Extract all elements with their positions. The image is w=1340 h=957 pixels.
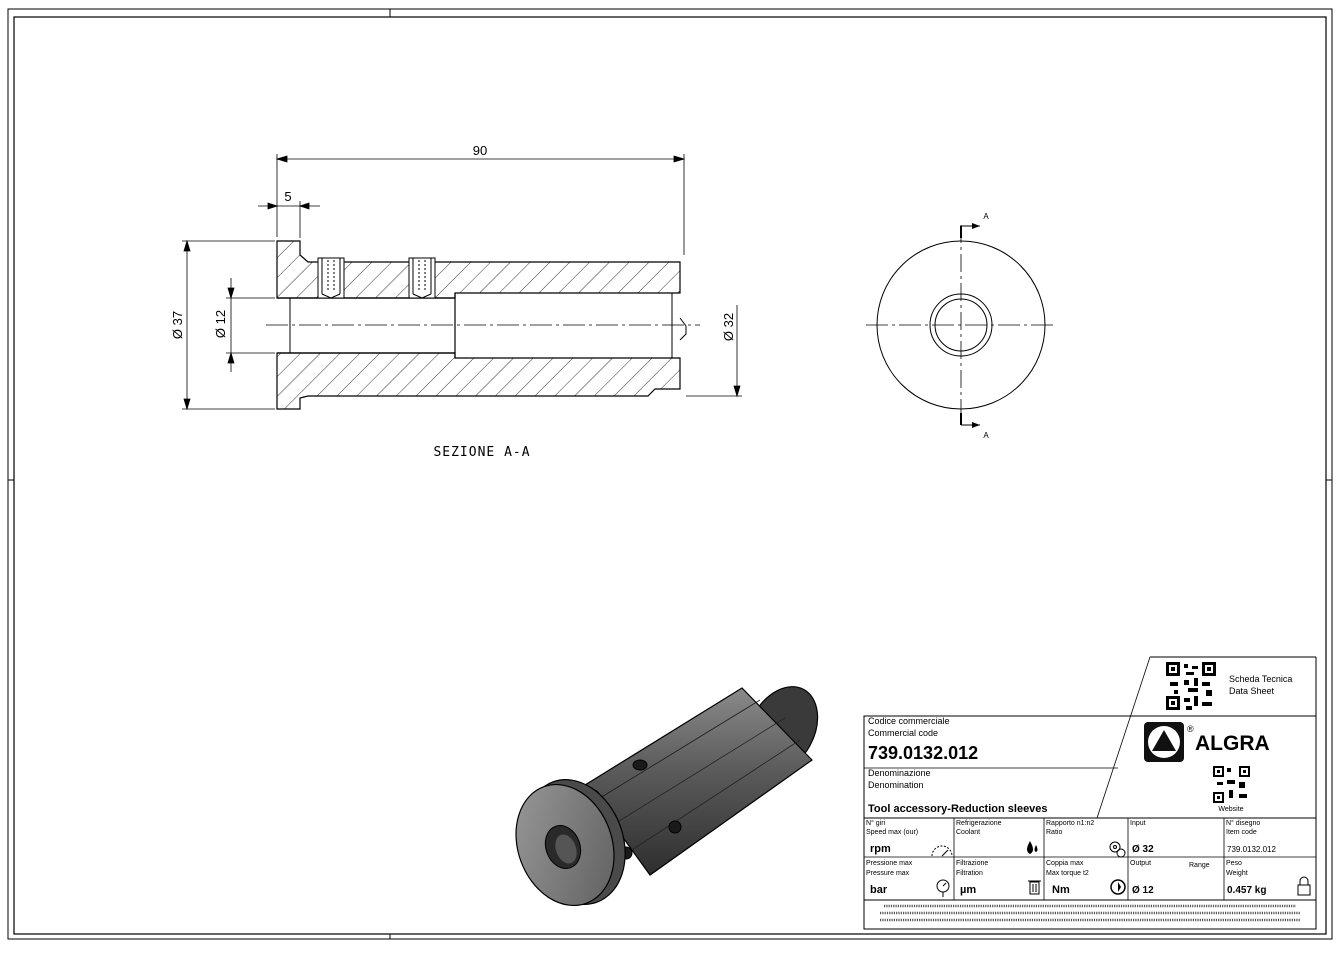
drawing-no-value: 739.0132.012 xyxy=(1227,845,1276,854)
dim-length-90: 90 xyxy=(473,143,487,158)
datasheet-label-en: Data Sheet xyxy=(1229,686,1275,696)
rpm-value: rpm xyxy=(870,843,891,855)
dim-step-5: 5 xyxy=(284,189,291,204)
cut-marker-bottom: A xyxy=(983,431,989,440)
range-label: Range xyxy=(1189,862,1210,869)
code-label-it: Codice commerciale xyxy=(868,716,950,726)
coolant-label-en: Coolant xyxy=(956,829,980,836)
section-label: SEZIONE A-A xyxy=(433,445,530,460)
dim-shank-dia-32: Ø 32 xyxy=(721,313,736,341)
drawing-no-label-it: N° disegno xyxy=(1226,819,1260,827)
output-label: Output xyxy=(1130,860,1151,867)
end-view xyxy=(866,223,1056,428)
commercial-code: 739.0132.012 xyxy=(868,743,978,763)
weight-lock-icon xyxy=(1297,876,1311,896)
torque-label-en: Max torque t2 xyxy=(1046,870,1089,877)
output-value: Ø 12 xyxy=(1132,885,1154,896)
datasheet-label-it: Scheda Tecnica xyxy=(1229,674,1292,684)
screw-hole-2 xyxy=(408,257,436,299)
ratio-label-it: Rapporto n1:n2 xyxy=(1046,820,1094,827)
dim-outer-dia-37: Ø 37 xyxy=(170,311,185,339)
pressure-value: bar xyxy=(870,884,888,896)
brand-name: ALGRA xyxy=(1195,732,1270,755)
weight-label-en: Weight xyxy=(1226,870,1248,877)
drawing-no-label-en: Item code xyxy=(1226,829,1257,836)
dimensions xyxy=(182,154,742,411)
weight-value: 0.457 kg xyxy=(1227,885,1266,896)
footer-fine-print xyxy=(880,904,1300,922)
screw-hole-1 xyxy=(317,257,345,299)
ratio-label-en: Ratio xyxy=(1046,829,1062,836)
website-label: Website xyxy=(1218,806,1243,813)
algra-logo xyxy=(1144,722,1184,762)
filter-bin-icon xyxy=(1028,880,1041,895)
input-label: Input xyxy=(1130,820,1146,827)
rpm-label-it: N° giri xyxy=(866,819,886,827)
name-label-it: Denominazione xyxy=(868,768,931,778)
filter-label-en: Filtration xyxy=(956,870,983,877)
sheet-border xyxy=(7,8,1333,940)
weight-label-it: Peso xyxy=(1226,860,1242,867)
torque-value: Nm xyxy=(1052,884,1070,896)
pressure-label-en: Pressure max xyxy=(866,870,910,877)
filter-label-it: Filtrazione xyxy=(956,860,988,867)
pressure-gauge-icon xyxy=(936,879,950,897)
code-label-en: Commercial code xyxy=(868,728,938,738)
denomination: Tool accessory-Reduction sleeves xyxy=(868,803,1048,815)
registered-mark: ® xyxy=(1187,724,1194,734)
torque-icon xyxy=(1110,879,1126,895)
qr-code-datasheet-icon xyxy=(1166,662,1216,710)
dim-bore-dia-12: Ø 12 xyxy=(213,310,228,338)
torque-label-it: Coppia max xyxy=(1046,860,1084,867)
input-value: Ø 32 xyxy=(1132,844,1154,855)
coolant-label-it: Refrigerazione xyxy=(956,820,1002,827)
cut-marker-top: A xyxy=(983,212,989,221)
sleeve-3d-render xyxy=(515,686,819,907)
name-label-en: Denomination xyxy=(868,780,924,790)
coolant-drop-icon xyxy=(1027,841,1038,854)
rpm-label-en: Speed max (our) xyxy=(866,829,918,836)
pressure-label-it: Pressione max xyxy=(866,860,913,867)
gear-ratio-icon xyxy=(1109,841,1126,858)
title-block-frame xyxy=(863,656,1317,930)
section-view: 90 5 Ø 37 Ø 12 Ø 32 SEZIONE A-A xyxy=(170,143,742,460)
speed-gauge-icon xyxy=(931,845,953,857)
filter-value: µm xyxy=(960,884,976,896)
qr-code-website-icon xyxy=(1213,766,1250,803)
